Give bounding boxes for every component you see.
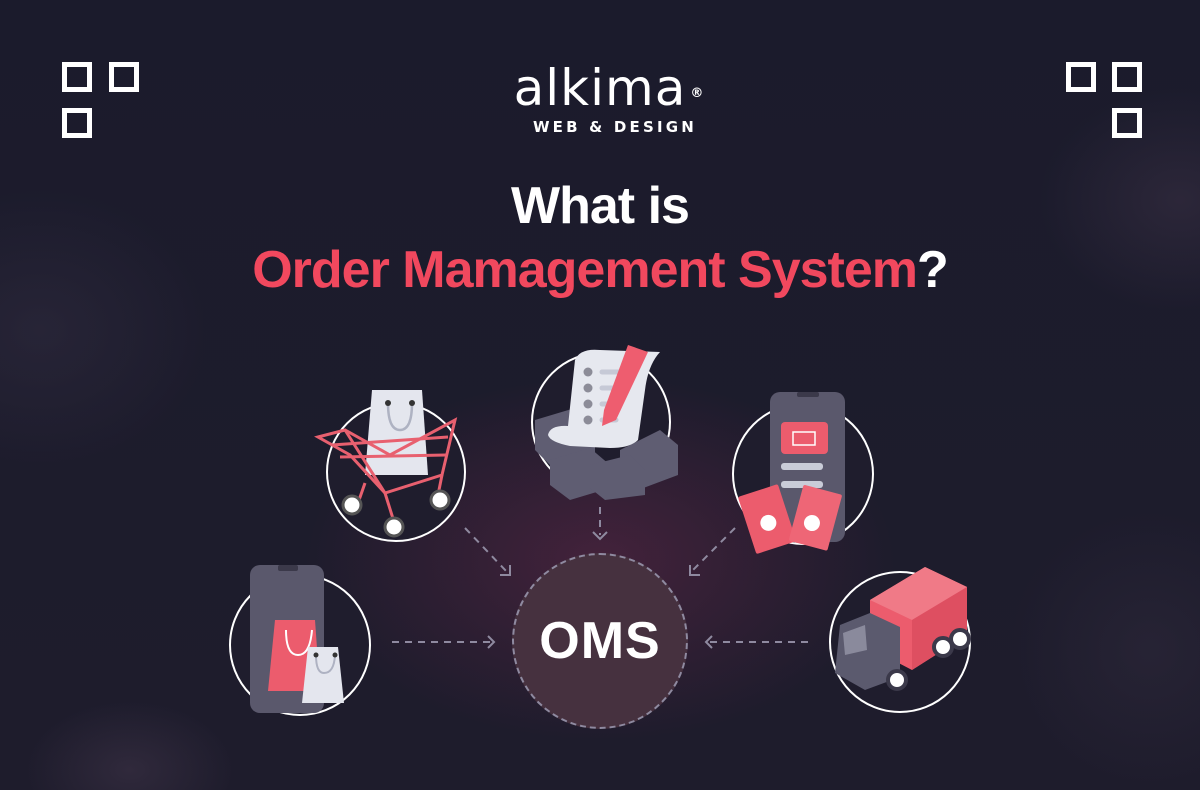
brand-tagline: WEB & DESIGN [532,118,698,136]
oms-label: OMS [539,612,661,670]
shopping-cart-icon [314,390,458,538]
brand-logo: alkima® WEB & DESIGN [0,56,1200,136]
oms-center-node: OMS [512,553,688,729]
headline-line-2: Order Mamagement System? [252,241,949,299]
brand-name: alkima® [514,56,704,120]
headline-line-1: What is [511,177,690,235]
mobile-payment-icon [738,392,845,554]
mobile-shopping-bags-icon [250,565,344,713]
registered-mark: ® [690,86,705,101]
delivery-truck-icon [835,567,971,691]
order-document-icon [535,345,678,500]
